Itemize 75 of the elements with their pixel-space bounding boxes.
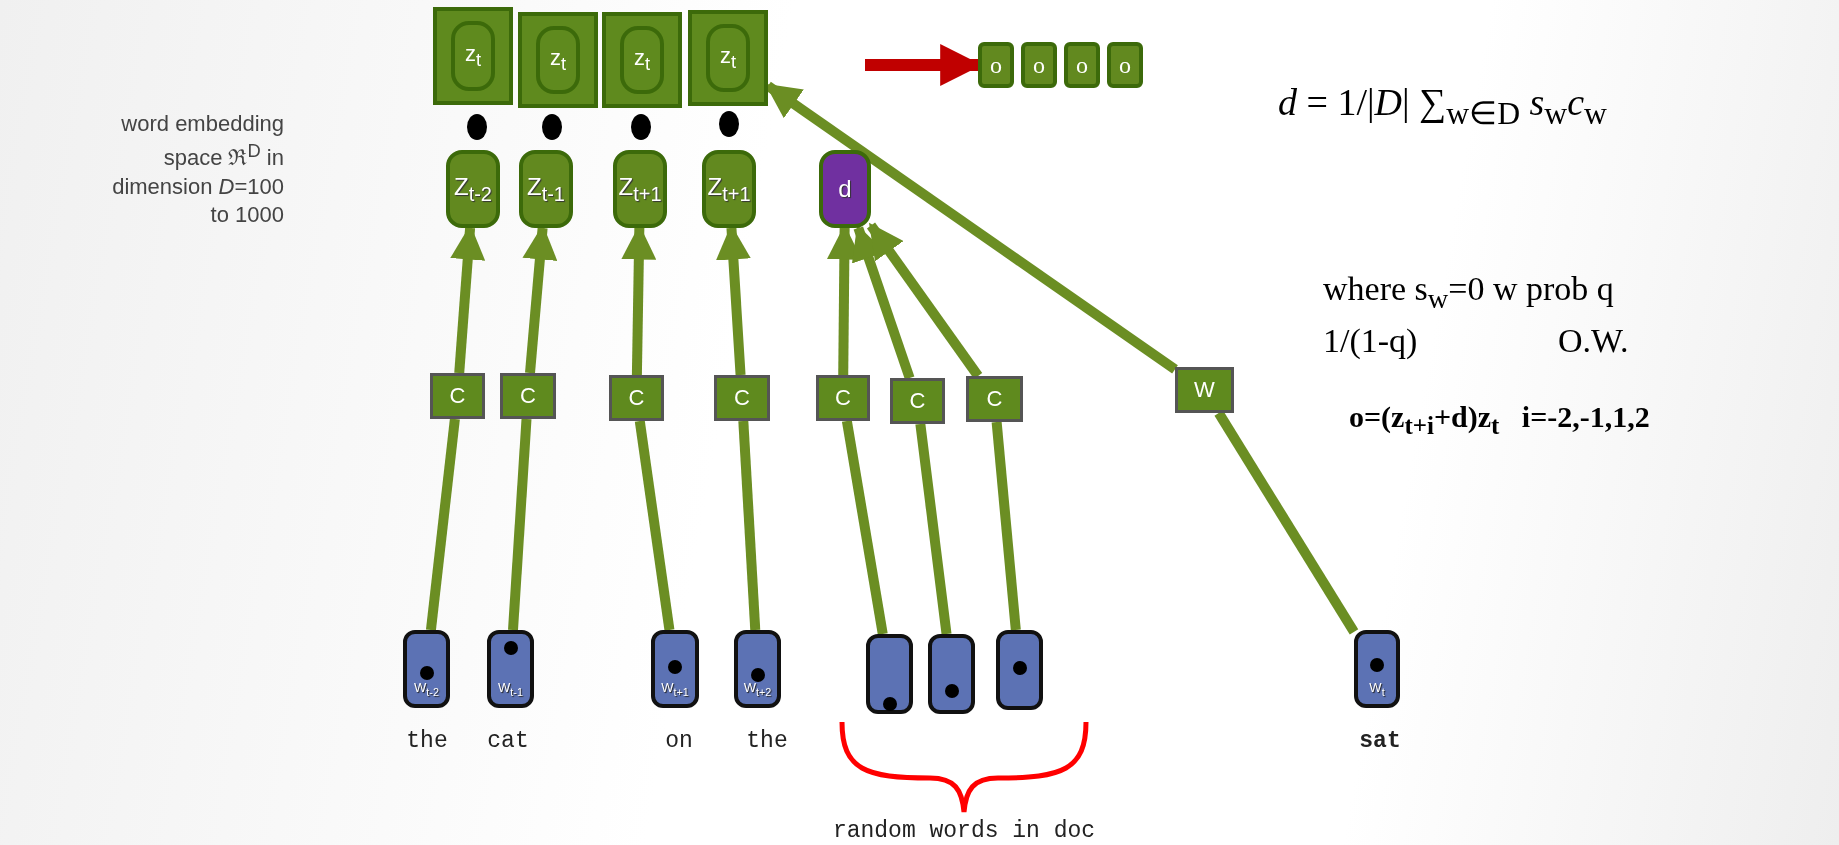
side-note: word embedding space ℜ$^{D}$ in dimension D=100 to 1000 <box>111 110 284 230</box>
word-label: the <box>406 728 448 754</box>
node-label: d <box>838 175 852 203</box>
connector-line <box>915 423 952 635</box>
node-label: C <box>986 386 1003 412</box>
node-label: z$_{t}$ <box>719 42 737 74</box>
formula: o=(z$_{t+i}$+d)z$_{t}$ i=-2,-1,1,2 <box>1349 400 1650 440</box>
node-label: C <box>520 383 536 409</box>
caption-text: random words in doc <box>832 818 1096 844</box>
output-box <box>1107 42 1143 88</box>
word-label: on <box>665 728 693 754</box>
node-label: Z$_{t+1}$ <box>618 172 662 206</box>
connector-line <box>841 420 888 635</box>
vector-label: W$_{t-2}$ <box>414 680 439 698</box>
vector-label: W$_{t-1}$ <box>498 680 523 698</box>
weight-box <box>430 373 485 419</box>
node-label: Z$_{t-2}$ <box>454 172 492 206</box>
node-label: z$_{t}$ <box>633 44 651 76</box>
weight-box <box>890 378 945 424</box>
weight-box <box>816 375 870 421</box>
connector-line <box>508 418 532 631</box>
context-vector-box <box>518 12 598 108</box>
output-box <box>978 42 1014 88</box>
word-label: sat <box>1359 728 1401 754</box>
connector-line <box>738 420 761 631</box>
word-vector-bar <box>734 630 781 708</box>
word-label: cat <box>487 728 529 754</box>
embedding-vector <box>613 150 667 228</box>
vector-label: W$_{t+2}$ <box>743 680 772 698</box>
node-label: z$_{t}$ <box>549 44 567 76</box>
formula-text: O.W. <box>1558 322 1629 360</box>
vector-label: W$_{t}$ <box>1369 680 1385 698</box>
node-label: o <box>1076 51 1088 79</box>
node-label: C <box>449 383 466 409</box>
output-box <box>1064 42 1100 88</box>
node-label: o <box>990 51 1002 79</box>
node-label: z$_{t}$ <box>464 40 482 72</box>
embedding-vector <box>446 150 500 228</box>
weight-box <box>714 375 770 421</box>
node-label: o <box>1033 51 1045 79</box>
weight-box <box>1175 367 1234 413</box>
context-vector-box <box>688 10 768 106</box>
context-vector-box <box>433 7 513 105</box>
node-label: o <box>1119 51 1131 79</box>
arrow <box>851 224 915 380</box>
formula: d = 1/|D| ∑$_{w∈D}$ s$_{w}$c$_{w}$ <box>1278 80 1607 132</box>
weight-box <box>609 375 664 421</box>
node-label: Z$_{t-1}$ <box>527 172 565 206</box>
output-box <box>1021 42 1057 88</box>
connector-line <box>991 421 1021 631</box>
context-vector-box <box>602 12 682 108</box>
formula-text: 1/(1-q) <box>1323 322 1418 360</box>
weight-box <box>500 373 556 419</box>
bar-shape <box>928 634 975 714</box>
word-vector-bar <box>651 630 699 708</box>
word-vector-bar <box>1354 630 1400 708</box>
embedding-vector <box>702 150 756 228</box>
node-label: C <box>734 385 750 411</box>
bar-shape <box>866 634 913 714</box>
document-vector <box>819 150 871 228</box>
bar-shape <box>996 630 1043 710</box>
node-label: Z$_{t+1}$ <box>707 172 751 206</box>
connector-line <box>634 420 675 631</box>
embedding-vector <box>519 150 573 228</box>
node-label: C <box>909 388 926 414</box>
node-label: W <box>1194 377 1215 403</box>
node-label: C <box>628 385 645 411</box>
word-label: the <box>746 728 788 754</box>
formula-text: where s$_{w}$=0 w prob q <box>1323 270 1614 315</box>
weight-box <box>966 376 1023 422</box>
node-label: C <box>835 385 851 411</box>
word-vector-bar <box>487 630 534 708</box>
vector-label: W$_{t+1}$ <box>661 680 689 698</box>
word-vector-bar <box>403 630 450 708</box>
connector-line <box>425 418 460 631</box>
